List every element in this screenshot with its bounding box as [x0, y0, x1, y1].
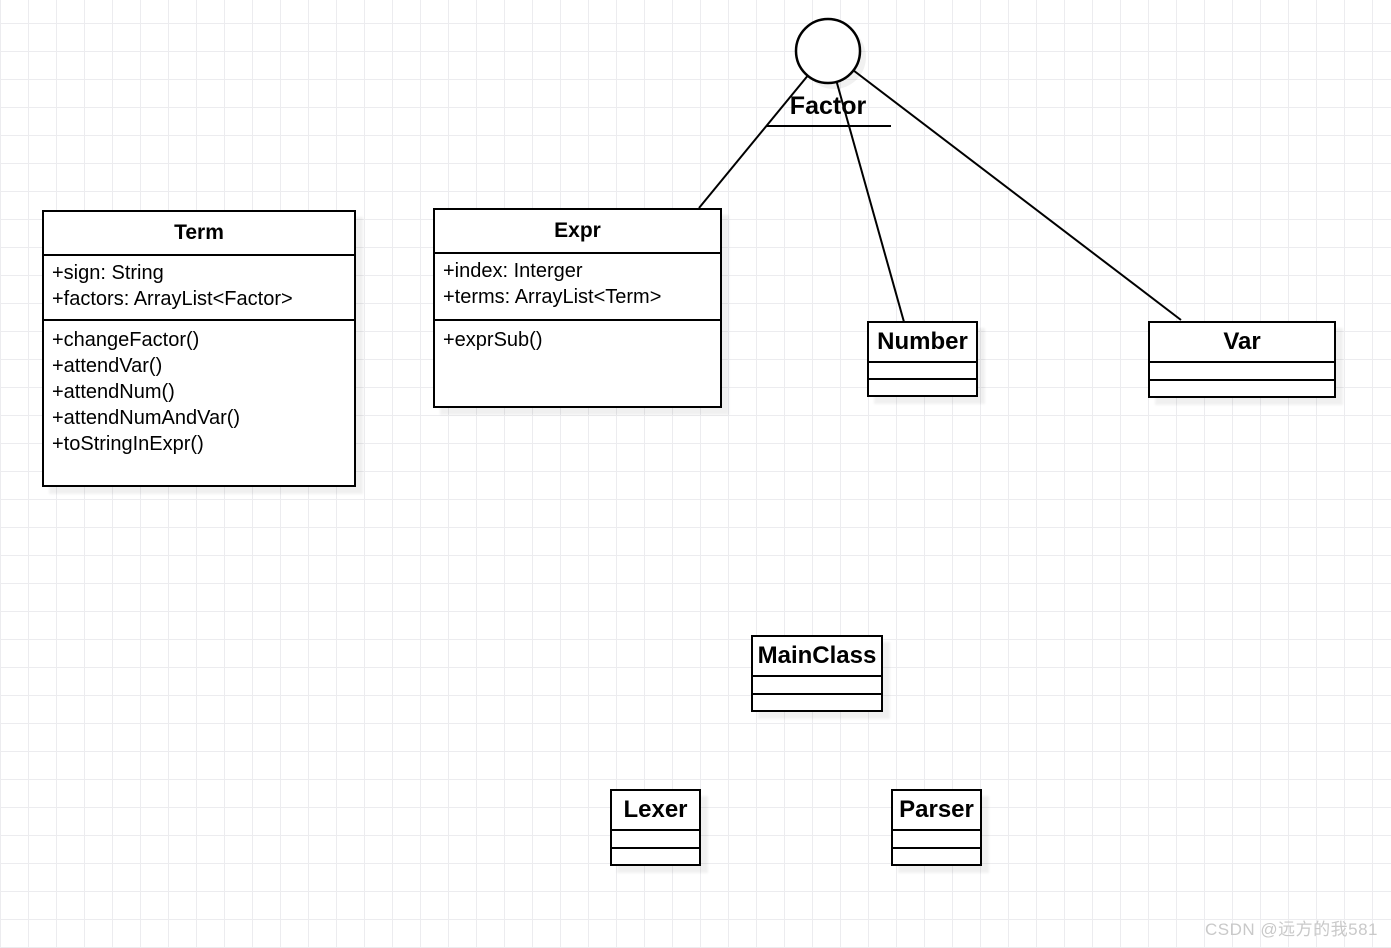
method-row: +toStringInExpr(): [52, 433, 204, 455]
class-term[interactable]: Term +sign: String +factors: ArrayList<F…: [42, 210, 356, 487]
csdn-watermark: CSDN @远方的我581: [1204, 920, 1378, 939]
class-parser[interactable]: Parser: [891, 789, 982, 866]
class-mainclass-title: MainClass: [757, 642, 877, 669]
attribute-row: +factors: ArrayList<Factor>: [52, 288, 293, 310]
empty-attributes-compartment: [1150, 361, 1334, 379]
class-term-title: Term: [174, 221, 224, 244]
empty-attributes-compartment: [869, 361, 976, 378]
class-var[interactable]: Var: [1148, 321, 1336, 398]
method-row: +attendNumAndVar(): [52, 407, 241, 429]
interface-label: Factor: [789, 92, 867, 120]
class-expr[interactable]: Expr +index: Interger +terms: ArrayList<…: [433, 208, 722, 408]
empty-methods-compartment: [893, 847, 980, 864]
method-row: +exprSub(): [443, 329, 543, 351]
class-lexer[interactable]: Lexer: [610, 789, 701, 866]
class-lexer-title: Lexer: [623, 796, 688, 823]
class-term-attributes: +sign: String +factors: ArrayList<Factor…: [44, 254, 354, 319]
class-expr-attributes: +index: Interger +terms: ArrayList<Term>: [435, 252, 720, 319]
attribute-row: +index: Interger: [443, 260, 583, 282]
connector-factor-expr[interactable]: [698, 50, 829, 209]
class-number-title: Number: [877, 328, 968, 355]
empty-methods-compartment: [612, 847, 699, 864]
empty-attributes-compartment: [753, 675, 881, 693]
class-expr-title: Expr: [554, 219, 601, 242]
empty-attributes-compartment: [612, 829, 699, 847]
class-number[interactable]: Number: [867, 321, 978, 397]
class-term-methods: +changeFactor() +attendVar() +attendNum(…: [44, 319, 354, 485]
method-row: +attendNum(): [52, 381, 175, 403]
method-row: +changeFactor(): [52, 329, 200, 351]
attribute-row: +sign: String: [52, 262, 164, 284]
attribute-row: +terms: ArrayList<Term>: [443, 286, 662, 308]
empty-methods-compartment: [753, 693, 881, 710]
class-mainclass[interactable]: MainClass: [751, 635, 883, 712]
class-expr-methods: +exprSub(): [435, 319, 720, 406]
class-parser-title: Parser: [899, 796, 974, 823]
interface-circle-shadow: [802, 25, 866, 89]
interface-lollipop-circle[interactable]: [794, 17, 862, 85]
empty-attributes-compartment: [893, 829, 980, 847]
class-var-title: Var: [1223, 328, 1261, 355]
empty-methods-compartment: [1150, 379, 1334, 396]
empty-methods-compartment: [869, 378, 976, 395]
method-row: +attendVar(): [52, 355, 163, 377]
